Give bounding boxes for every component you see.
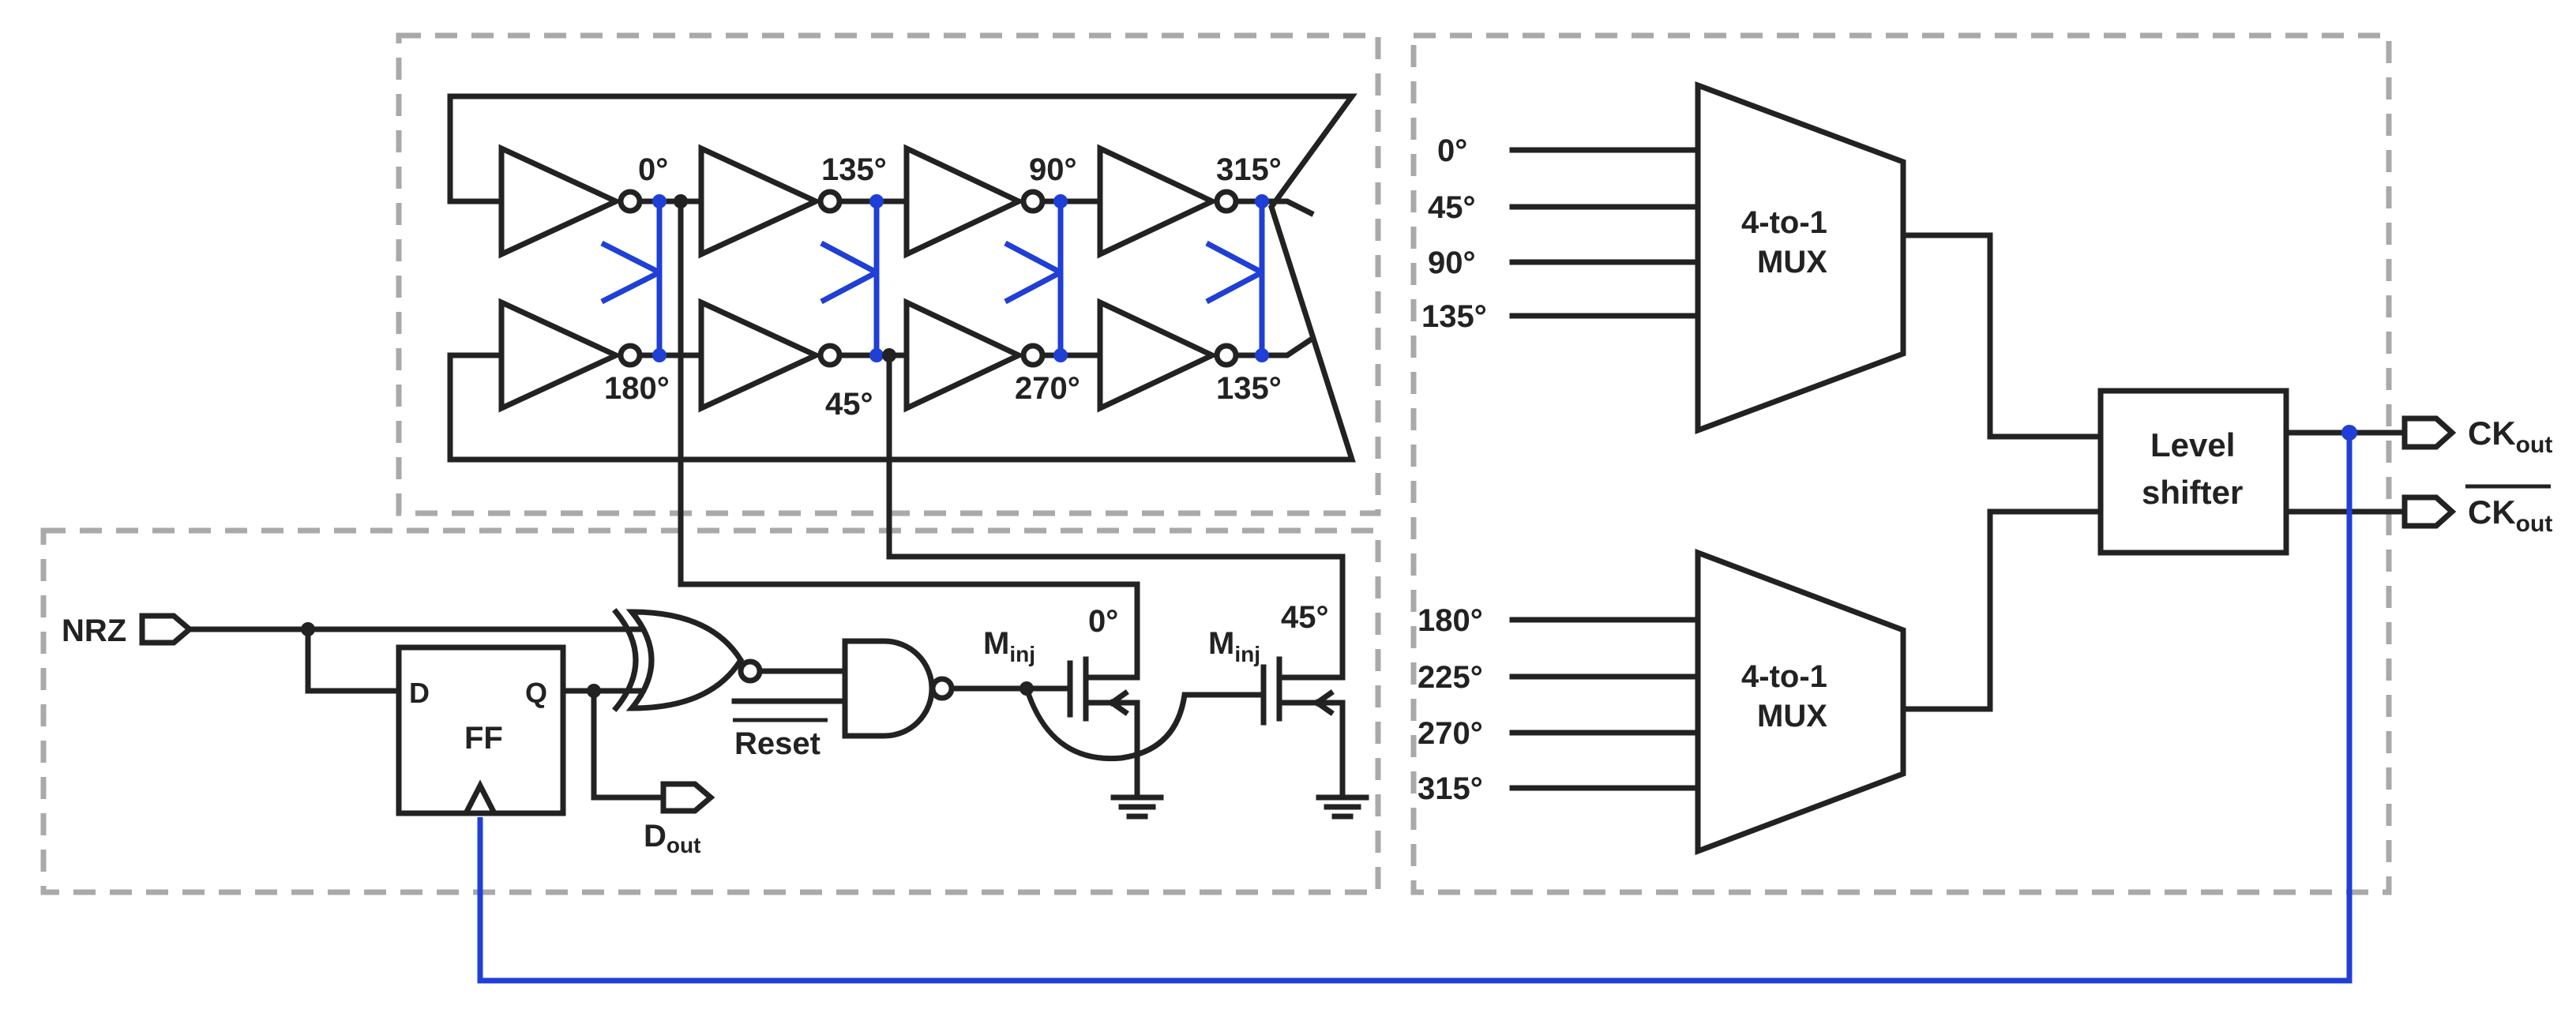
inverter-bubble (817, 189, 843, 214)
mux-bottom-label: MUX (1757, 699, 1827, 733)
ck-out-bar-port[interactable] (2401, 494, 2457, 529)
mux-bottom-input: 270° (1418, 716, 1483, 751)
level-shifter: Level shifter (2097, 388, 2289, 556)
mux-top: 4-to-1 MUX 0° 45° 90° 135° (1421, 81, 1906, 435)
mux-bottom: 4-to-1 MUX 180° 225° 270° 315° (1418, 548, 1906, 856)
ring-oscillator: 0° 135° 90° 315° 180° 45° 270° 135° (447, 93, 1357, 463)
level-shifter-label: shifter (2142, 474, 2243, 511)
minj-1-phase: 0° (1088, 604, 1118, 639)
mux-region (1410, 32, 2392, 895)
phase-label: 180° (604, 371, 670, 406)
clock-input-icon (461, 779, 499, 816)
level-shifter-label: Level (2150, 426, 2235, 463)
minj-1-label: Minj (983, 626, 1035, 666)
cross-coupling (600, 194, 1269, 362)
minj-2-label: Minj (1208, 626, 1260, 666)
clock-feedback-wire (477, 433, 2353, 984)
nand-gate (842, 638, 935, 739)
mux-bottom-input: 225° (1418, 660, 1483, 695)
inverter-bubble (1020, 189, 1046, 214)
injection-logic: NRZ D Q FF Dout Reset Minj 0° (62, 600, 1369, 857)
mux-top-input: 45° (1428, 190, 1476, 225)
inverter (903, 298, 1026, 413)
ff-label: FF (464, 721, 503, 756)
inverter (698, 144, 823, 259)
ff-d-label: D (409, 677, 430, 709)
inverter (903, 144, 1026, 259)
reset-label: Reset (734, 726, 820, 761)
nrz-input-port[interactable] (139, 613, 194, 646)
mux-bottom-input: 180° (1418, 603, 1483, 638)
xnor-gate (612, 608, 639, 712)
mux-bottom-input: 315° (1418, 771, 1483, 806)
inverter-bubble (817, 343, 843, 368)
mux-bottom-label: 4-to-1 (1741, 659, 1827, 694)
phase-label: 90° (1029, 152, 1077, 187)
inverter-bubble (1214, 343, 1239, 368)
nrz-label: NRZ (62, 613, 126, 648)
mux-top-input: 90° (1428, 246, 1476, 280)
mux-top-input: 135° (1421, 299, 1487, 334)
phase-label: 45° (825, 387, 873, 422)
inverter (498, 298, 623, 413)
phase-label: 270° (1015, 371, 1080, 406)
inverter (698, 298, 823, 413)
xnor-bubble (738, 658, 763, 684)
inverter-bubble (1214, 189, 1239, 214)
inverter-bubble (618, 189, 643, 214)
dout-output-port[interactable] (660, 781, 715, 814)
minj-transistor-2 (1260, 656, 1346, 801)
inverter (1097, 298, 1219, 413)
ff-q-label: Q (525, 677, 547, 709)
phase-label: 315° (1216, 152, 1282, 187)
minj-transistor-1 (1067, 656, 1140, 801)
inverter-bubble (618, 343, 643, 368)
mux-top-label: MUX (1757, 245, 1827, 280)
ck-out-label: CKout (2468, 415, 2552, 458)
mux-top-input: 0° (1437, 133, 1467, 168)
inverter-bubble (1020, 343, 1046, 368)
mux-top-label: 4-to-1 (1741, 205, 1827, 240)
phase-label: 135° (1216, 371, 1282, 406)
minj-2-phase: 45° (1281, 600, 1329, 635)
nand-bubble (929, 676, 955, 701)
inverter (498, 144, 623, 259)
phase-label: 135° (821, 152, 887, 187)
dout-label: Dout (644, 819, 700, 857)
ck-out-bar-label: CKout (2468, 493, 2552, 537)
inverter (1097, 144, 1219, 259)
ck-out-port[interactable] (2401, 415, 2457, 450)
phase-label: 0° (638, 152, 668, 187)
injection-region (40, 527, 1381, 895)
